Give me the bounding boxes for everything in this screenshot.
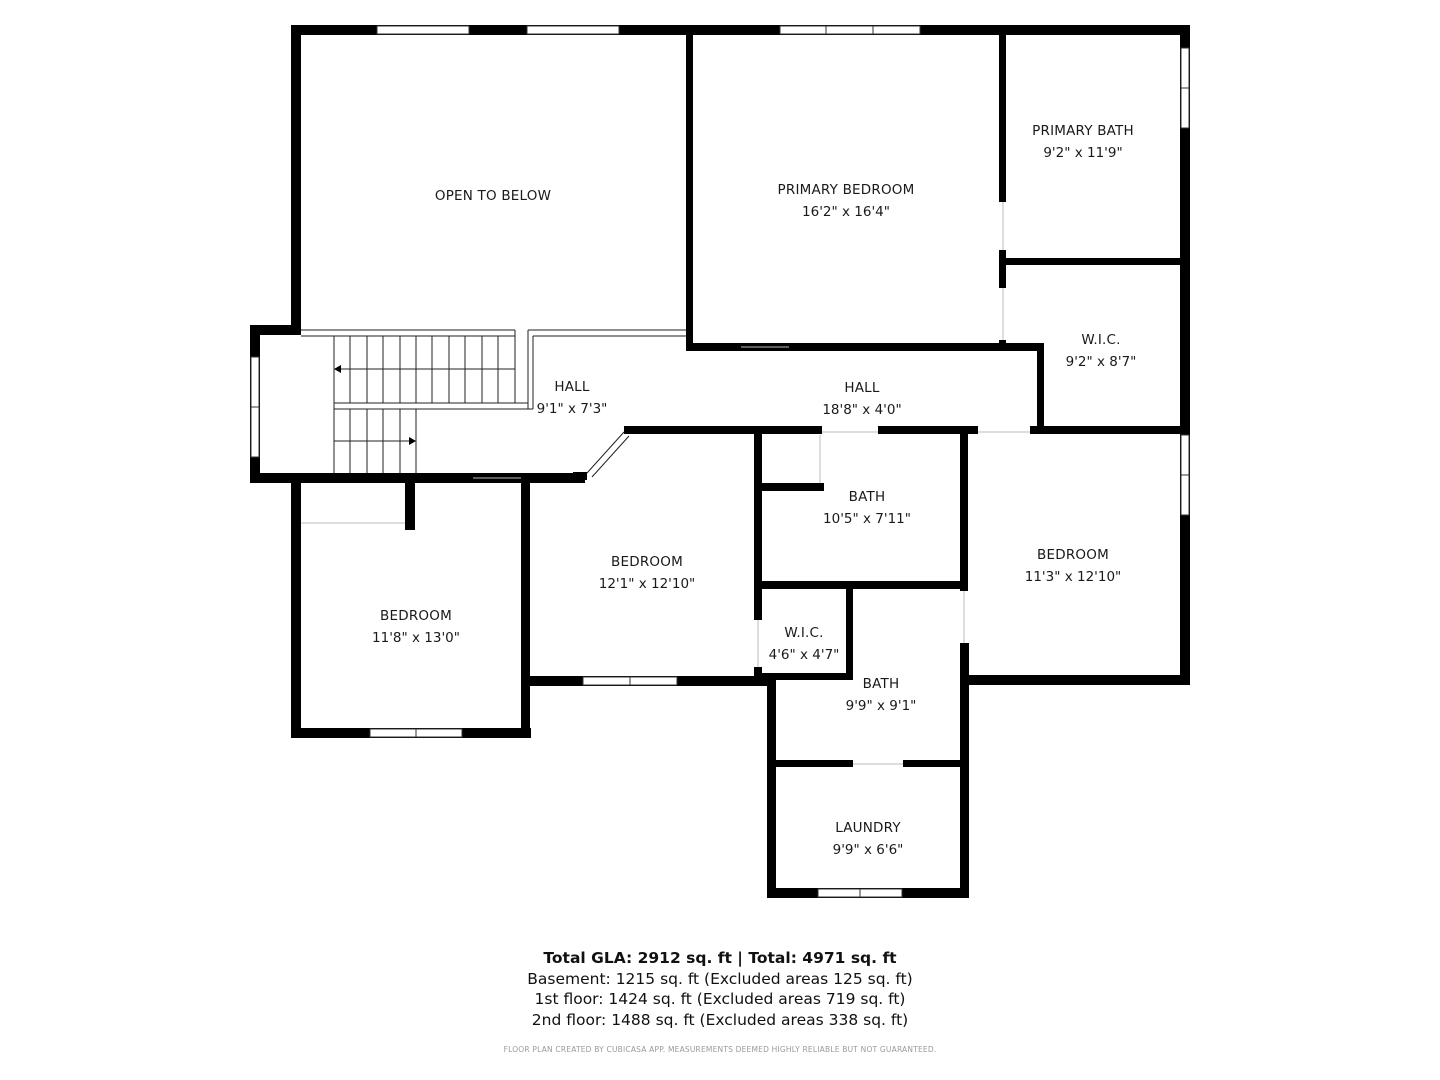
- room-label: BATH 10'5" x 7'11": [823, 489, 911, 527]
- room-label: BEDROOM 11'3" x 12'10": [1025, 547, 1122, 585]
- second-floor-area-line: 2nd floor: 1488 sq. ft (Excluded areas 3…: [531, 1010, 909, 1029]
- basement-area-line: Basement: 1215 sq. ft (Excluded areas 12…: [527, 969, 913, 988]
- room-label: HALL 9'1" x 7'3": [537, 379, 608, 417]
- room-dimensions: 12'1" x 12'10": [598, 576, 696, 592]
- room-label: W.I.C. 4'6" x 4'7": [769, 625, 840, 663]
- room-label: W.I.C. 9'2" x 8'7": [1066, 332, 1137, 370]
- room-label: HALL 18'8" x 4'0": [822, 380, 901, 418]
- room-dimensions: 9'9" x 9'1": [845, 698, 917, 714]
- room-name: HALL: [554, 379, 590, 395]
- room-name: BEDROOM: [380, 608, 452, 624]
- total-area-line: Total GLA: 2912 sq. ft | Total: 4971 sq.…: [543, 949, 897, 967]
- room-dimensions: 9'1" x 7'3": [536, 401, 608, 417]
- room-dimensions: 11'8" x 13'0": [372, 630, 460, 646]
- room-name: OPEN TO BELOW: [434, 188, 552, 204]
- stair-arrows: [334, 365, 416, 445]
- room-label: OPEN TO BELOW: [435, 188, 551, 204]
- room-dimensions: 16'2" x 16'4": [802, 204, 890, 220]
- room-dimensions: 11'3" x 12'10": [1024, 569, 1122, 585]
- area-summary: Total GLA: 2912 sq. ft | Total: 4971 sq.…: [0, 948, 1440, 1030]
- room-name: LAUNDRY: [835, 820, 901, 836]
- room-dimensions: 4'6" x 4'7": [768, 647, 840, 663]
- room-name: BEDROOM: [611, 554, 683, 570]
- room-name: BATH: [862, 676, 900, 692]
- staircase: [301, 329, 686, 478]
- room-label: PRIMARY BATH 9'2" x 11'9": [1032, 123, 1134, 161]
- room-label: LAUNDRY 9'9" x 6'6": [833, 820, 904, 858]
- disclaimer: FLOOR PLAN CREATED BY CUBICASA APP. MEAS…: [503, 1045, 937, 1054]
- room-name: HALL: [844, 380, 880, 396]
- room-label: BATH 9'9" x 9'1": [846, 676, 917, 714]
- room-name: W.I.C.: [1081, 332, 1121, 348]
- room-dimensions: 18'8" x 4'0": [822, 402, 902, 418]
- room-label: BEDROOM 11'8" x 13'0": [372, 608, 460, 646]
- room-dimensions: 9'2" x 11'9": [1043, 145, 1123, 161]
- room-dimensions: 9'2" x 8'7": [1065, 354, 1137, 370]
- room-dimensions: 9'9" x 6'6": [832, 842, 904, 858]
- room-label: PRIMARY BEDROOM 16'2" x 16'4": [778, 182, 915, 220]
- room-dimensions: 10'5" x 7'11": [823, 511, 911, 527]
- room-label: BEDROOM 12'1" x 12'10": [599, 554, 696, 592]
- first-floor-area-line: 1st floor: 1424 sq. ft (Excluded areas 7…: [534, 990, 906, 1008]
- room-name: PRIMARY BATH: [1032, 123, 1134, 139]
- room-name: BEDROOM: [1037, 547, 1109, 563]
- windows: [250, 25, 1190, 898]
- room-name: PRIMARY BEDROOM: [777, 182, 915, 198]
- room-name: BATH: [848, 489, 886, 505]
- room-name: W.I.C.: [784, 625, 824, 641]
- door-openings: [301, 202, 1030, 765]
